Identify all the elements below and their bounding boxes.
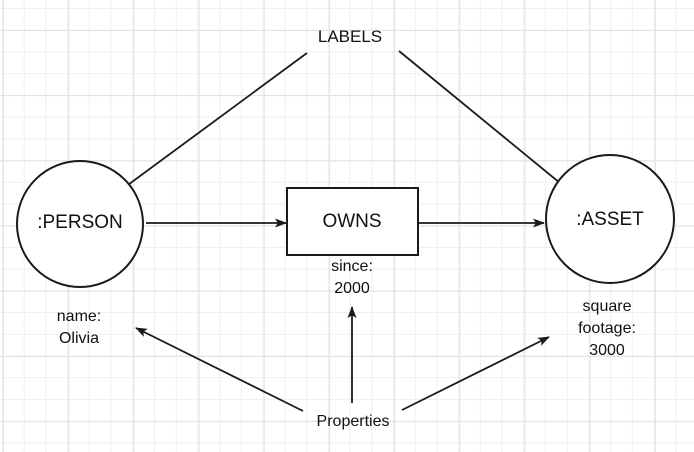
asset-property-line: footage: bbox=[578, 320, 636, 337]
owns-node-rectangle[interactable] bbox=[286, 187, 419, 256]
edge-properties-to-name bbox=[135, 327, 304, 412]
person-node-circle[interactable] bbox=[16, 160, 144, 288]
asset-property-line: square bbox=[582, 298, 632, 315]
labels-caption: LABELS bbox=[317, 27, 383, 46]
owns-property-line: 2000 bbox=[334, 280, 370, 297]
asset-property-text: square footage: 3000 bbox=[578, 296, 636, 362]
owns-property-line: since: bbox=[331, 258, 373, 275]
person-property-line: Olivia bbox=[58, 330, 99, 347]
person-property-text: name: Olivia bbox=[57, 306, 101, 350]
edge-labels-to-asset bbox=[398, 50, 589, 207]
edge-labels-to-person bbox=[97, 52, 308, 208]
asset-property-line: 3000 bbox=[589, 342, 625, 359]
asset-node-circle[interactable] bbox=[545, 154, 675, 284]
person-property-line: name: bbox=[56, 308, 102, 325]
owns-property-text: since: 2000 bbox=[331, 256, 373, 300]
asset-node-label: :ASSET bbox=[576, 209, 644, 230]
edge-properties-to-footage bbox=[401, 336, 550, 411]
properties-caption: Properties bbox=[316, 413, 390, 430]
person-node-label: :PERSON bbox=[37, 212, 123, 233]
owns-node-label: OWNS bbox=[322, 211, 382, 232]
